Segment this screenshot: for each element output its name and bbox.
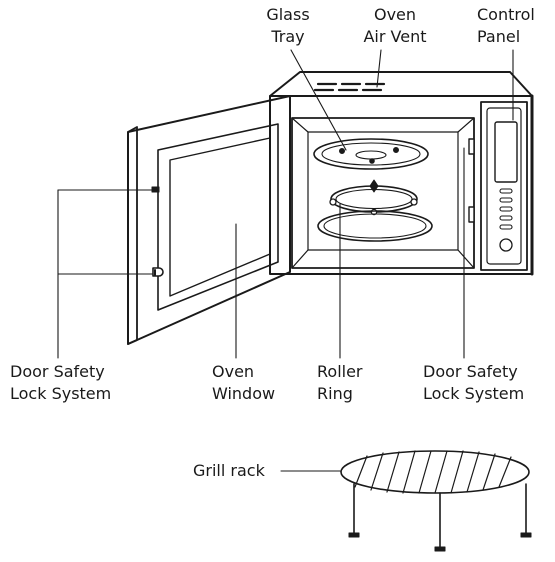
grill-rack-drawing — [341, 451, 531, 551]
callout-air-vent — [377, 50, 381, 87]
door-window-frame — [158, 124, 278, 310]
label-glass-tray: Glass Tray — [266, 5, 310, 46]
label-roller-ring: Roller Ring — [317, 362, 363, 403]
control-display — [495, 122, 517, 182]
glass-tray — [314, 139, 428, 169]
label-oven-air-vent: Oven Air Vent — [363, 5, 427, 46]
roller-ring — [330, 186, 417, 215]
door-outer — [128, 96, 290, 344]
control-button-4 — [500, 216, 512, 220]
control-dial — [500, 239, 512, 251]
label-door-safety-lock-left: Door Safety Lock System — [10, 362, 112, 403]
control-panel-housing — [481, 102, 527, 270]
oven-body — [270, 72, 532, 274]
label-oven-window: Oven Window — [212, 362, 276, 403]
callout-lines — [58, 50, 513, 471]
control-button-5 — [500, 225, 512, 229]
label-grill-rack: Grill rack — [193, 461, 265, 480]
latch-receivers — [469, 139, 474, 222]
callout-glass-tray — [291, 50, 346, 150]
door-latch-top — [152, 187, 159, 192]
oven-cavity — [292, 118, 474, 268]
control-button-2 — [500, 198, 512, 202]
oven-door — [128, 96, 290, 344]
control-button-1 — [500, 189, 512, 193]
oven-floor-recess — [318, 211, 432, 241]
control-panel — [495, 122, 517, 251]
grill-rack-legs — [354, 484, 526, 548]
air-vent — [315, 84, 384, 90]
oven-front-frame — [270, 96, 532, 274]
door-window — [170, 138, 270, 296]
label-door-safety-lock-right: Door Safety Lock System — [423, 362, 525, 403]
control-button-3 — [500, 207, 512, 211]
label-control-panel: Control Panel — [477, 5, 535, 46]
